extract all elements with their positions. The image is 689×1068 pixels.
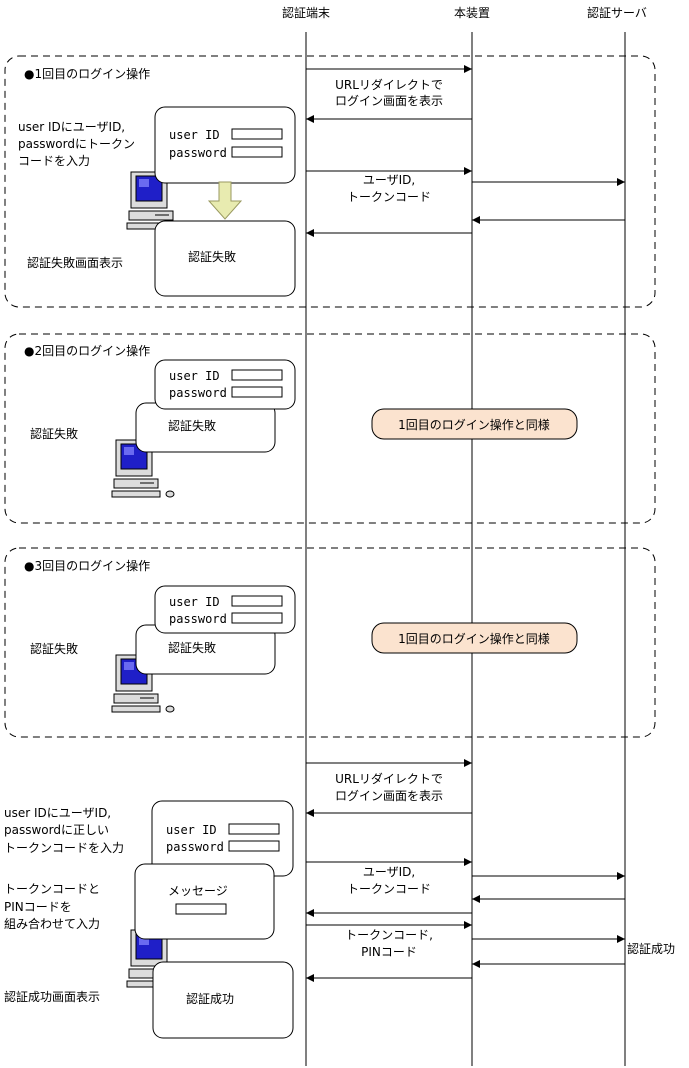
s2-login-screen [154,359,296,410]
s1-login-screen [154,106,296,184]
s4-message-field [175,903,227,915]
s1-password-field [231,146,283,158]
s4-password-field [228,840,280,852]
s4-success-screen-text: 認証成功 [186,991,234,1006]
s1-fail-screen [154,220,296,297]
s4-success-label: 認証成功画面表示 [4,989,100,1004]
s4-redirect-line1: URLリダイレクトで [335,771,443,786]
section3-frame [4,547,656,738]
s1-instruction-line1: user IDにユーザID, [18,120,125,134]
column-header-terminal: 認証端末 [282,5,330,20]
s1-redirect-line2: ログイン画面を表示 [335,94,443,108]
s4-success-screen [152,961,294,1039]
s3-user-id-label: user ID [169,595,220,609]
s4-userid-line2: トークンコード [347,882,431,896]
s4-pin-line1: トークンコード, [345,928,433,942]
s4-message-screen-text: メッセージ [168,884,228,898]
s4-success-text: 認証成功 [627,941,675,956]
s1-userid-line2: トークンコード [347,190,431,204]
s3-password-label: password [169,612,227,626]
s1-instruction-line3: コードを入力 [18,154,90,168]
s1-user-id-label: user ID [169,128,220,142]
s4-pin-instruction-line2: PINコードを [4,900,72,914]
s4-pin-line2: PINコード [361,945,417,959]
section2-frame [4,333,656,524]
s4-instruction-line3: トークンコードを入力 [4,841,124,855]
s2-password-label: password [169,386,227,400]
s1-fail-screen-text: 認証失敗 [188,249,236,264]
s4-userid-line1: ユーザID, [363,865,415,879]
s1-password-label: password [169,146,227,160]
column-header-server: 認証サーバ [587,5,647,20]
section1-title: ●1回目のログイン操作 [24,66,150,81]
s1-redirect-line1: URLリダイレクトで [335,77,443,92]
s2-same-note-text: 1回目のログイン操作と同様 [398,417,550,432]
section1-frame [4,55,656,308]
section3-title: ●3回目のログイン操作 [24,558,150,573]
s4-instruction-line1: user IDにユーザID, [4,806,111,820]
section2-title: ●2回目のログイン操作 [24,343,150,358]
s3-same-note [371,622,578,654]
s2-user-id-label: user ID [169,369,220,383]
s4-password-label: password [166,840,224,854]
s3-fail-screen-text: 認証失敗 [168,640,216,655]
s4-user-id-label: user ID [166,823,217,837]
s4-message-screen [134,863,275,940]
s2-password-field [231,386,283,398]
s3-password-field [231,612,283,624]
s3-user-id-field [231,595,283,607]
s2-fail-screen-text: 認証失敗 [168,418,216,433]
s4-pin-instruction-line1: トークンコードと [4,882,100,896]
s1-user-id-field [231,128,283,140]
s4-instruction-line2: passwordに正しい [4,823,109,837]
s4-pin-instruction-line3: 組み合わせて入力 [4,916,100,931]
s1-instruction-line2: passwordにトークン [18,137,135,151]
column-header-device: 本装置 [454,6,490,20]
s1-fail-label: 認証失敗画面表示 [27,255,123,270]
s4-user-id-field [228,823,280,835]
s4-redirect-line2: ログイン画面を表示 [335,789,443,803]
down-arrow-icon [207,181,243,220]
s2-fail-label: 認証失敗 [30,426,78,441]
s2-same-note [371,408,578,440]
s2-user-id-field [231,369,283,381]
s3-fail-label: 認証失敗 [30,641,78,656]
s3-same-note-text: 1回目のログイン操作と同様 [398,631,550,646]
s1-userid-line1: ユーザID, [363,173,415,187]
